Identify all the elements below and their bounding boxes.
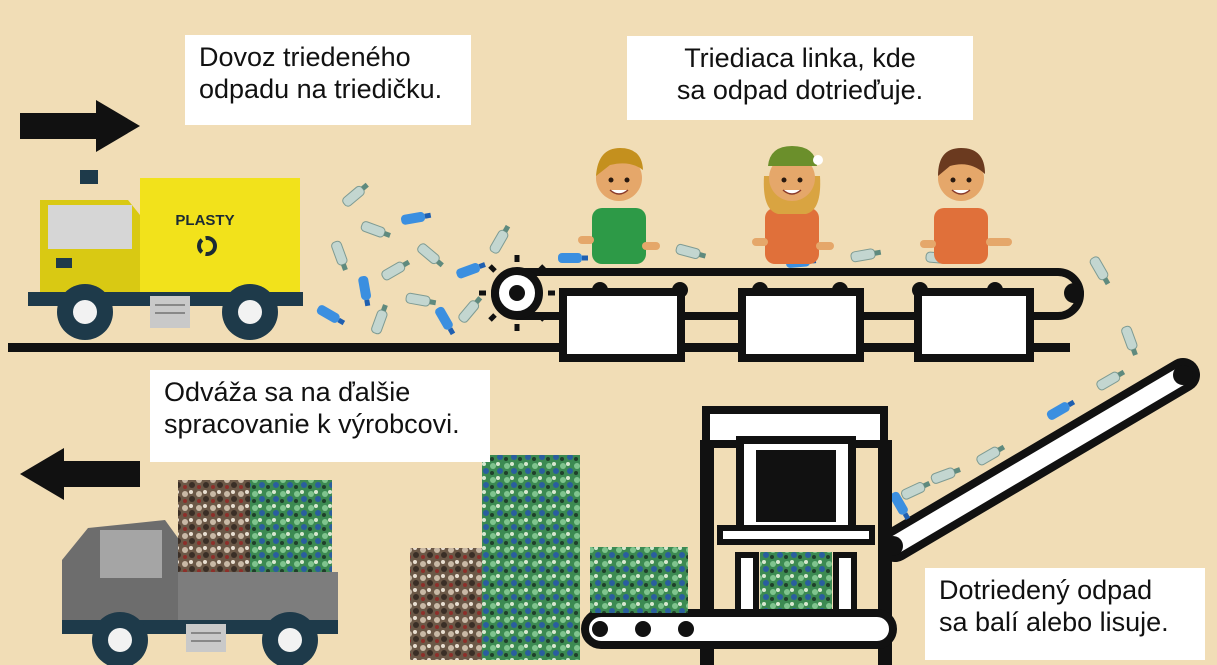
incline-conveyor [878,358,1200,562]
caption-transport: Odváža sa na ďalšie spracovanie k výrobc… [150,370,490,462]
worker-1 [578,148,660,264]
caption-sorting-line1: Triediaca linka, kde [684,43,916,73]
caption-import-line2: odpadu na triedičku. [199,74,443,104]
arrow-left-icon [20,448,140,500]
truck-label: PLASTY [175,212,234,229]
sorting-conveyor [479,255,1084,362]
arrow-right-icon [20,100,140,152]
yellow-truck [28,170,303,340]
caption-import-line1: Dovoz triedeného [199,42,411,72]
caption-sorting-line2: sa odpad dotrieďuje. [676,75,924,105]
gray-truck [62,520,338,665]
truck-bales [178,480,332,572]
worker-2 [752,146,834,264]
caption-press: Dotriedený odpad sa balí alebo lisuje. [925,568,1205,660]
worker-3 [920,148,1012,264]
caption-import: Dovoz triedeného odpadu na triedičku. [185,35,471,125]
baling-press [700,406,892,665]
caption-transport-line1: Odváža sa na ďalšie [164,377,411,407]
caption-sorting-line: Triediaca linka, kde sa odpad dotrieďuje… [627,36,973,120]
caption-press-line1: Dotriedený odpad [939,575,1153,605]
stacked-bales [410,455,688,660]
caption-press-line2: sa balí alebo lisuje. [939,607,1169,637]
recycling-icon [197,236,217,256]
ground-line [8,343,1070,352]
caption-transport-line2: spracovanie k výrobcovi. [164,409,460,439]
bale-conveyor [581,609,897,649]
